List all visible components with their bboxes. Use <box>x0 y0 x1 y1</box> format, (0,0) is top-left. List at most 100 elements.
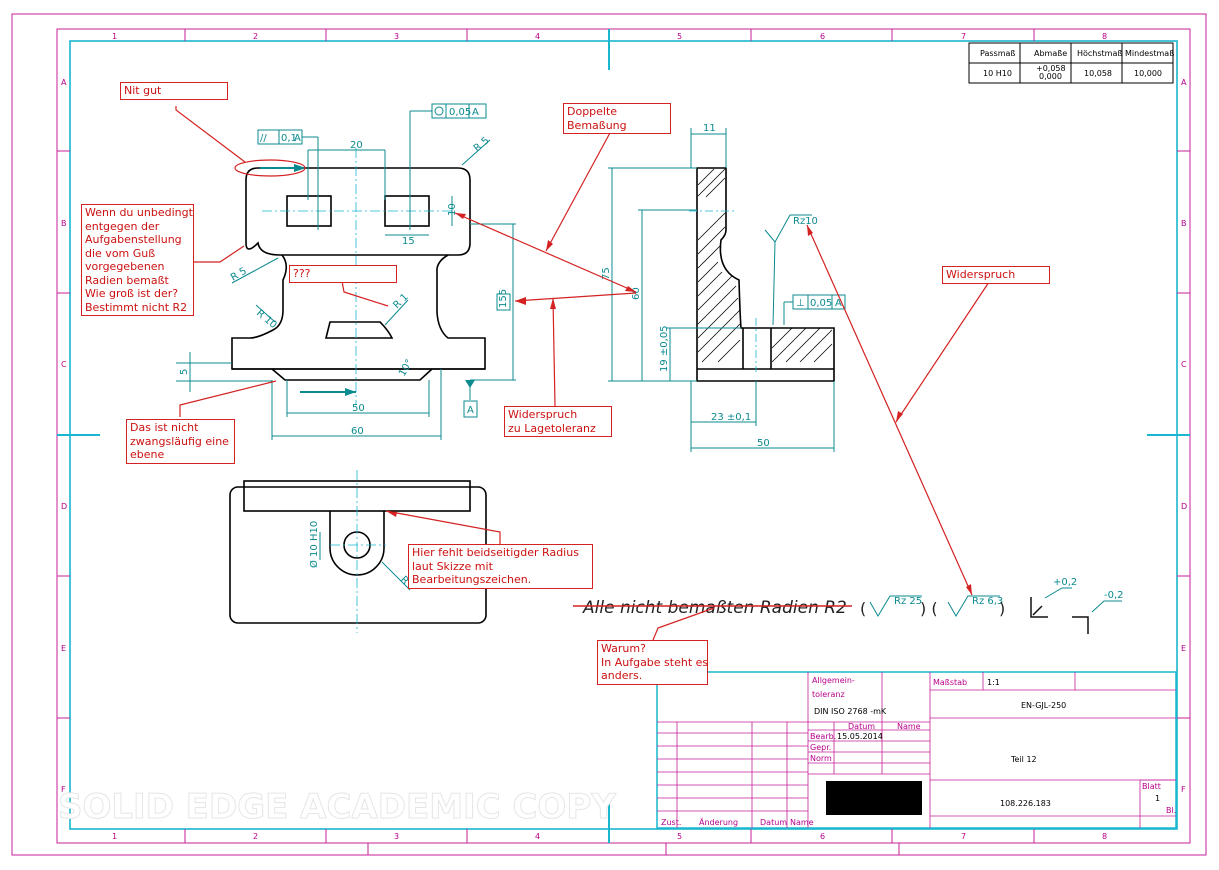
row-label: B <box>1181 219 1187 228</box>
tb-redacted <box>826 781 922 815</box>
outer-frame <box>11 13 1207 856</box>
corner-symbol-plus <box>1030 597 1048 618</box>
r1: R 1 <box>391 292 410 311</box>
annotation-nit-gut: Nit gut <box>120 82 228 100</box>
side-dimensions: 11 75 60 19 ±0,05 23 ±0,1 50 Rz10 ⊥ 0,05… <box>601 123 846 452</box>
annotation-text: Hier fehlt beidseitigder Radius <box>412 546 579 559</box>
annotation-text: laut Skizze mit <box>412 559 493 573</box>
row-label: D <box>61 502 67 511</box>
fit-min: 10,000 <box>1134 69 1162 78</box>
row-label: B <box>61 219 67 228</box>
annotation-text: Wenn du unbedingt <box>85 206 193 219</box>
annotation-question: ??? <box>289 265 397 283</box>
row-label: C <box>1181 360 1187 369</box>
annotation-doppelte-bemassung: Doppelte Bemaßung <box>563 103 671 134</box>
annotation-text: In Aufgabe steht es <box>601 655 709 669</box>
col-label: 2 <box>253 832 258 841</box>
row-label: A <box>1181 78 1187 87</box>
annotation-hier-fehlt: Hier fehlt beidseitigder Radius laut Ski… <box>408 544 593 589</box>
bottom-view: Ø 10 H10 R <box>229 470 487 633</box>
tb-row-norm: Norm <box>810 754 832 763</box>
col-label: 1 <box>112 832 117 841</box>
annotation-text: Doppelte <box>567 105 618 118</box>
dim-15: 15 <box>402 236 415 247</box>
fit-max: 10,058 <box>1084 69 1112 78</box>
annotation-text: entgegen der <box>85 219 160 233</box>
front-dimensions: // 0,1 A 0,05 A 20 15 10 R 5 R 5 R 10 R … <box>176 103 516 440</box>
position-symbol <box>434 106 444 116</box>
annotation-text: die vom Guß <box>85 246 156 260</box>
rz25-symbol <box>869 595 922 617</box>
annotation-text: zu Lagetoleranz <box>508 421 596 435</box>
row-label: E <box>61 644 66 653</box>
fit-upper-dev: +0,058 <box>1036 64 1066 73</box>
corner-minus: -0,2 <box>1104 590 1124 601</box>
col-label: 4 <box>535 832 540 841</box>
fit-lower-dev: 0,000 <box>1039 72 1062 81</box>
dim-19: 19 ±0,05 <box>659 325 670 372</box>
fit-header: Mindestmaß <box>1125 49 1174 58</box>
annotation-text: Aufgabenstellung <box>85 233 182 246</box>
tb-name-header: Name <box>897 722 921 731</box>
dim-11: 11 <box>703 123 716 134</box>
angle-10: 10° <box>397 358 415 379</box>
r10: R 10 <box>254 308 279 331</box>
dim-5: 5 <box>179 369 190 375</box>
note-paren-mid: ) ( <box>920 599 938 618</box>
note-text: Alle nicht bemaßten Radien R2 <box>582 598 847 618</box>
fit-value: 10 H10 <box>983 69 1012 78</box>
tb-material: EN-GJL-250 <box>1021 701 1066 710</box>
perp-datum: A <box>835 298 842 309</box>
col-label: 7 <box>961 832 966 841</box>
title-block: Allgemein- toleranz DIN ISO 2768 -mK Maß… <box>656 671 1177 829</box>
row-label: F <box>1181 785 1186 794</box>
annotation-text: Widerspruch <box>946 268 1016 281</box>
col-label: 5 <box>677 832 682 841</box>
center-marks <box>57 29 1190 843</box>
row-label: D <box>1181 502 1187 511</box>
zone-labels: 1 2 3 4 5 6 7 8 1 2 3 4 5 6 7 8 A B C D … <box>61 32 1187 841</box>
dim-10: 10 <box>447 203 458 216</box>
row-label: E <box>1181 644 1186 653</box>
annotation-text: Radien bemaßt <box>85 273 169 287</box>
dim-23: 23 ±0,1 <box>711 412 751 423</box>
annotation-text: anders. <box>601 669 643 682</box>
corner-symbol-minus <box>1072 616 1089 634</box>
rz63-symbol <box>947 595 1000 617</box>
r5-top: R 5 <box>472 135 492 154</box>
red-markups <box>175 106 990 641</box>
dim-75: 75 <box>601 267 612 280</box>
tb-massstab-value: 1:1 <box>987 678 1000 687</box>
annotation-warum: Warum? In Aufgabe steht es anders. <box>597 640 708 685</box>
parallel-symbol: // <box>260 133 267 144</box>
tb-blatt-value: 1 <box>1155 794 1160 803</box>
side-view <box>689 167 835 382</box>
annotation-text: ebene <box>130 448 165 461</box>
annotation-text: zwangsläufig eine <box>130 434 229 448</box>
position-datum: A <box>472 107 479 118</box>
col-label: 3 <box>394 32 399 41</box>
fit-header: Passmaß <box>980 49 1015 58</box>
position-tol: 0,05 <box>449 107 471 118</box>
tb-row-gepr: Gepr. <box>810 743 831 752</box>
annotation-text: Bearbeitungszeichen. <box>412 573 532 586</box>
tb-din: DIN ISO 2768 -mK <box>814 707 887 716</box>
dim-20: 20 <box>350 140 363 151</box>
general-note: Alle nicht bemaßten Radien R2 ( Rz 25 ) … <box>582 577 1124 634</box>
annotation-widerspruch-lage: Widerspruch zu Lagetoleranz <box>504 406 612 437</box>
annotation-text: Widerspruch <box>508 408 578 421</box>
corner-plus: +0,2 <box>1053 577 1077 588</box>
rz10-symbol: Rz10 <box>793 216 818 227</box>
tb-rev-aenderung: Änderung <box>699 817 738 827</box>
tb-rev-name: Name <box>790 818 814 827</box>
row-label: A <box>61 78 67 87</box>
annotation-text: Nit gut <box>124 84 162 97</box>
col-label: 7 <box>961 32 966 41</box>
note-paren-close: ) <box>999 599 1005 618</box>
col-label: 1 <box>112 32 117 41</box>
annotation-text: Warum? <box>601 642 646 655</box>
rz25-text: Rz 25 <box>894 596 922 607</box>
tb-allgemein-2: toleranz <box>812 690 845 699</box>
tb-row-bearb: Bearb. <box>810 732 836 741</box>
